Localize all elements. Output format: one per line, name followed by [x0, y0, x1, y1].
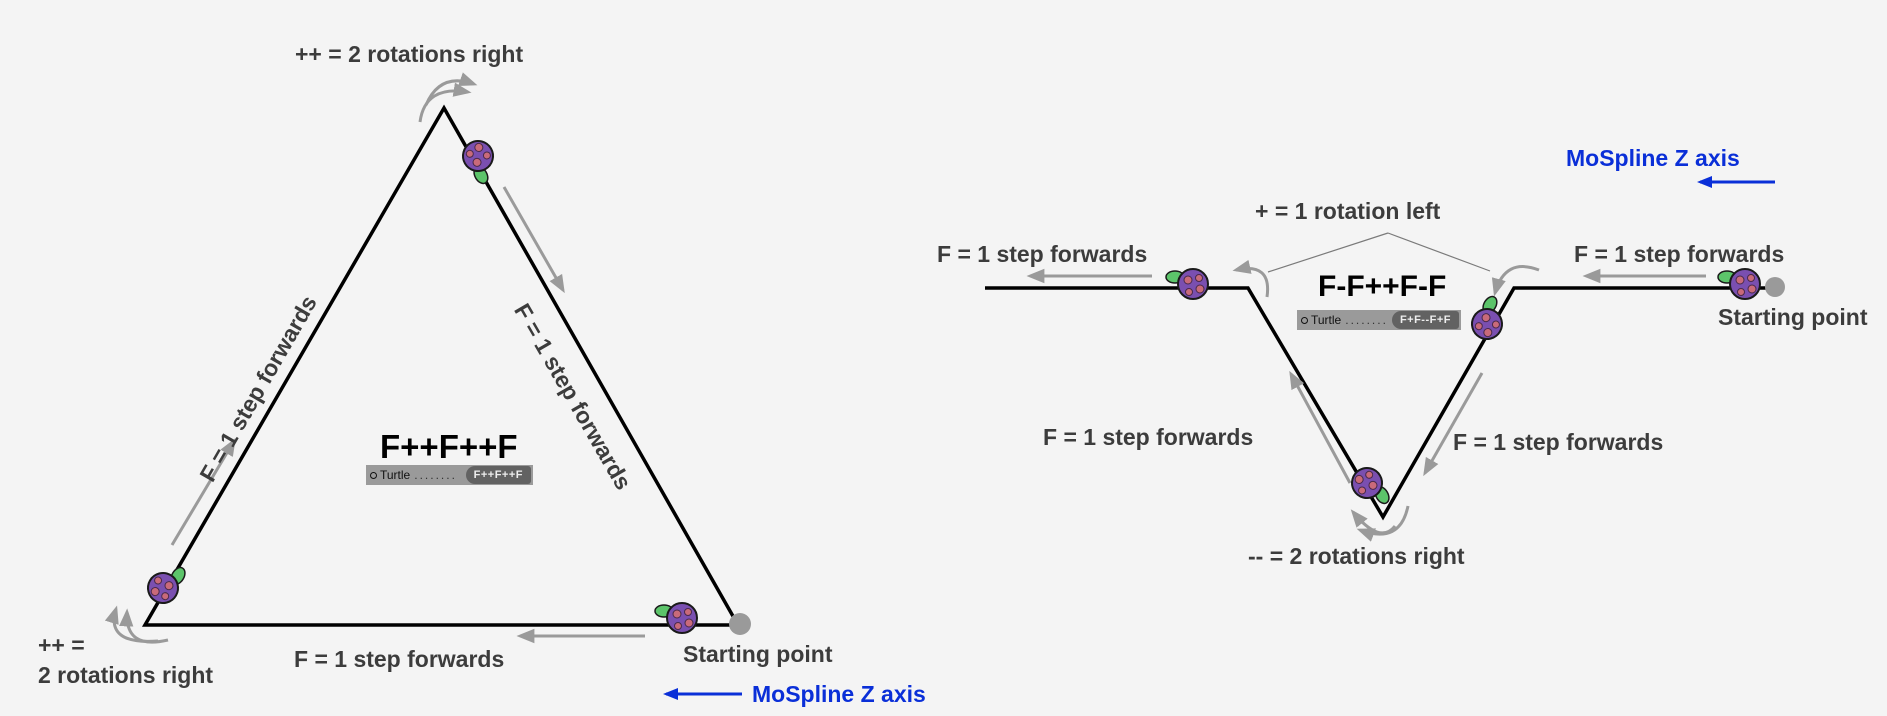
- turtle-field-value[interactable]: F++F++F: [465, 466, 531, 484]
- bottom-edge-label: F = 1 step forwards: [294, 646, 505, 672]
- triangle-path: [141, 104, 742, 627]
- turtle-field-value[interactable]: F+F--F+F: [1391, 311, 1459, 329]
- right-start-label: Starting point: [1718, 304, 1868, 330]
- right-axis-label: MoSpline Z axis: [1566, 145, 1740, 171]
- turtle-icon: [1717, 268, 1761, 300]
- top-rotation-label: ++ = 2 rotations right: [295, 41, 524, 67]
- turtle-field-label: Turtle: [380, 468, 411, 482]
- v-path: [985, 286, 1770, 521]
- top-rotation-arrow-2: [424, 72, 478, 106]
- radio-dot-icon: [1301, 317, 1308, 325]
- right-segment-label: F = 1 step forwards: [1574, 241, 1785, 267]
- bottom-left-rotation-arrow-2: [119, 608, 169, 644]
- bottom-rotation-arrow-2: [1356, 505, 1410, 542]
- top-rotation-arrow-1: [418, 82, 472, 123]
- left-right-edge-arrow: [502, 186, 565, 294]
- right-rotation-pointer-right: [1387, 232, 1491, 272]
- left-turtle-field[interactable]: Turtle........ F++F++F: [366, 465, 533, 485]
- turtle-icon: [1165, 268, 1209, 300]
- radio-dot-icon: [370, 472, 377, 480]
- bottom-rotation-arrow-1: [1350, 509, 1397, 535]
- right-formula: F-F++F-F: [1318, 270, 1447, 303]
- left-formula: F++F++F: [380, 428, 518, 465]
- right-start-point: [1765, 277, 1785, 297]
- bottom-left-rotation-label-2: 2 rotations right: [38, 662, 214, 688]
- left-corner-rotation-arrow: [1232, 259, 1270, 298]
- down-left-label: F = 1 step forwards: [1043, 424, 1254, 450]
- right-corner-rotation-arrow: [1491, 265, 1540, 297]
- turtle-icon: [654, 602, 698, 634]
- left-start-point: [729, 613, 751, 635]
- up-left-arrow: [1289, 370, 1352, 484]
- turtle-field-label: Turtle: [1311, 313, 1342, 327]
- bottom-rotation-label: -- = 2 rotations right: [1248, 543, 1465, 569]
- left-start-label: Starting point: [683, 641, 833, 667]
- left-left-edge-arrow: [170, 437, 236, 546]
- left-axis-label: MoSpline Z axis: [752, 681, 926, 707]
- down-right-arrow: [1423, 372, 1484, 477]
- up-right-label: F = 1 step forwards: [1453, 429, 1664, 455]
- turtle-icon: [141, 556, 191, 610]
- right-rotation-pointer-left: [1267, 232, 1389, 273]
- bottom-left-rotation-label-1: ++ =: [38, 632, 85, 658]
- left-segment-label: F = 1 step forwards: [937, 241, 1148, 267]
- rotation-left-label: + = 1 rotation left: [1255, 198, 1441, 224]
- right-turtle-field[interactable]: Turtle........ F+F--F+F: [1297, 310, 1461, 330]
